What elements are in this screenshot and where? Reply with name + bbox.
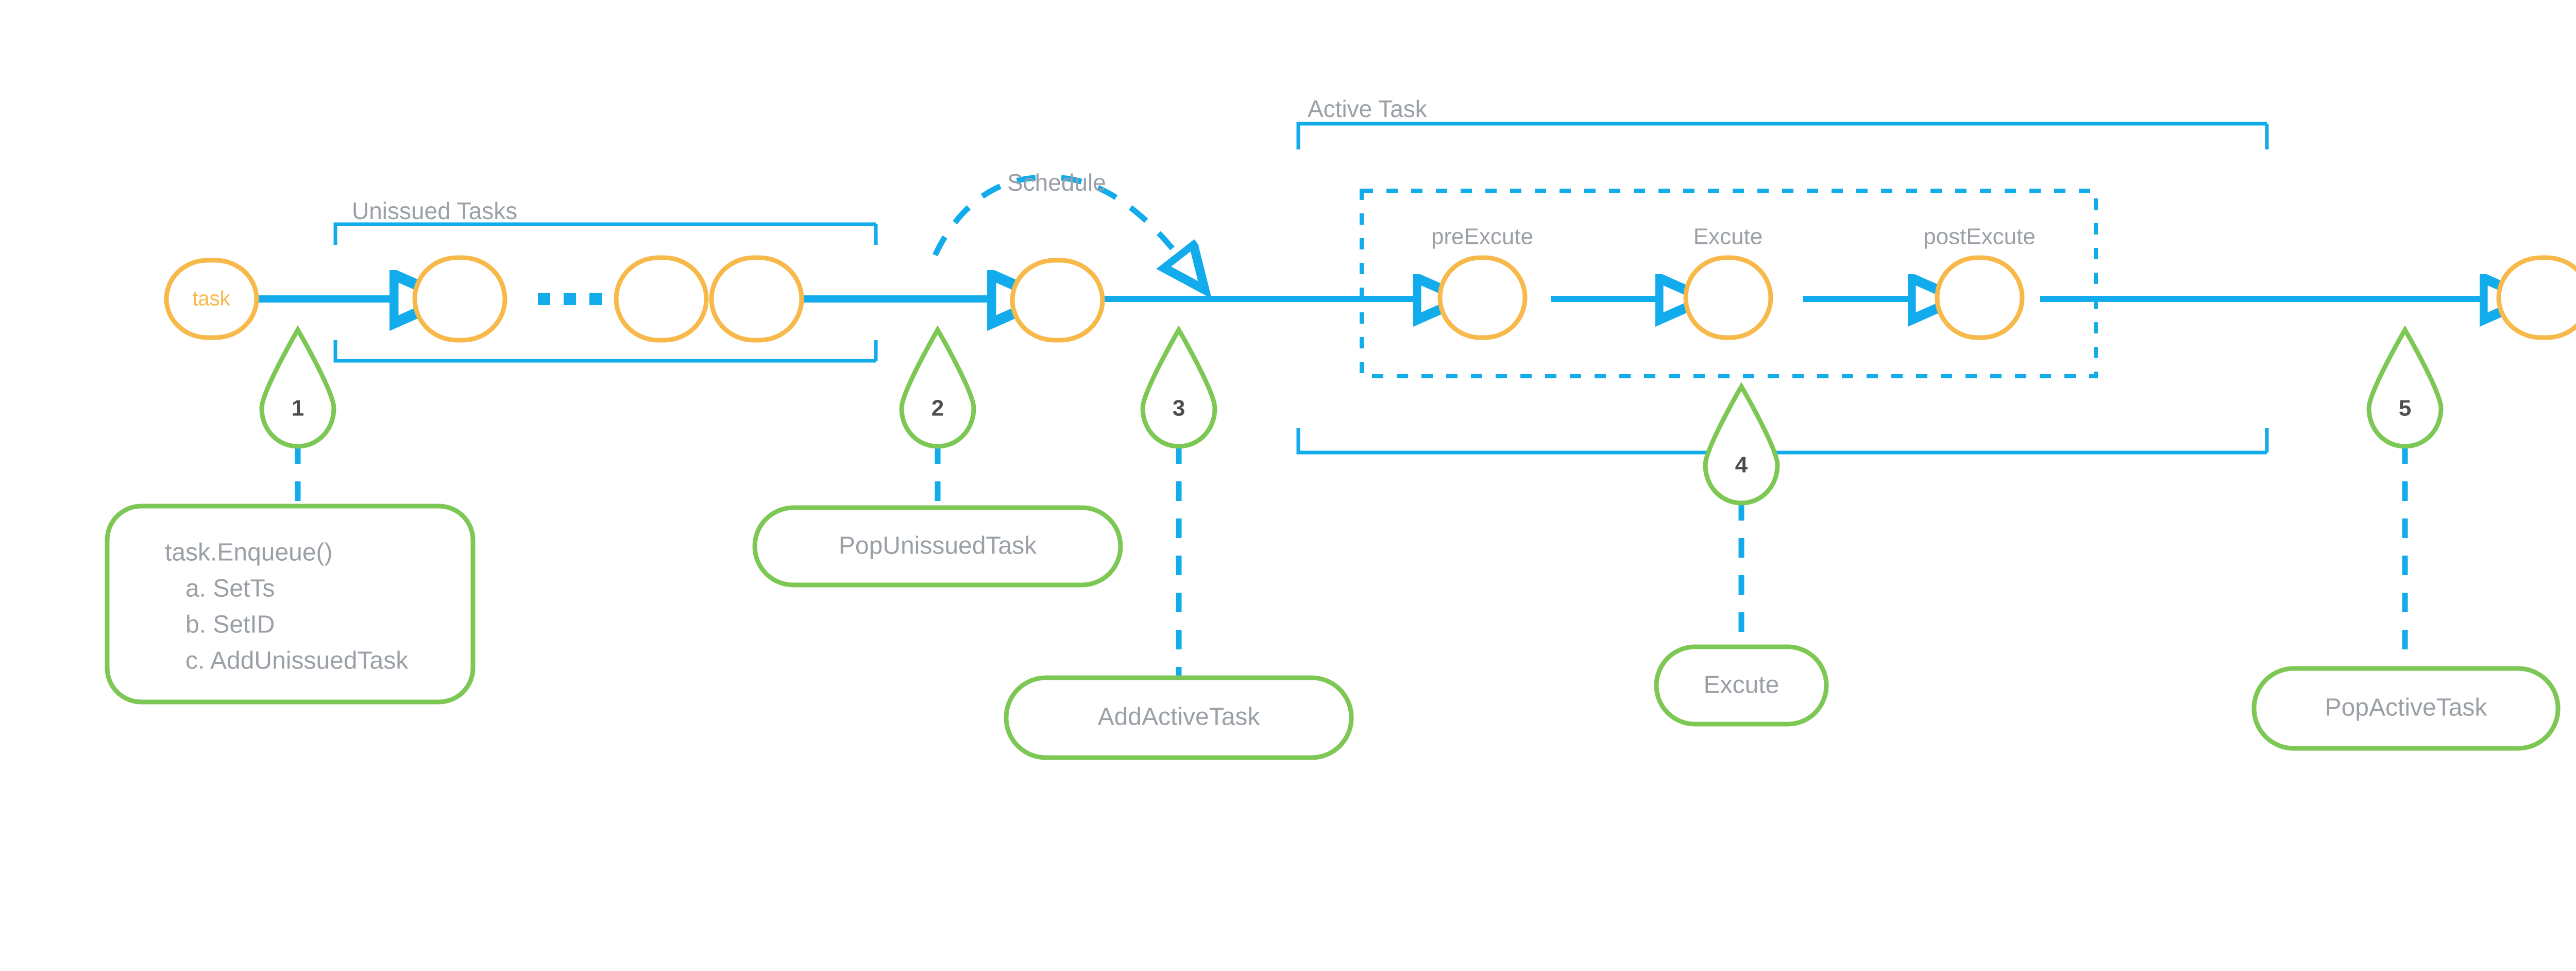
queue-node-2[interactable] <box>614 255 709 343</box>
marker-number-1: 1 <box>292 396 304 421</box>
callout-1-box <box>105 504 476 705</box>
unissued-tasks-group-bracket <box>333 222 878 363</box>
active-task-group-bracket <box>1296 122 2269 455</box>
source-task-node-label: task <box>192 288 230 310</box>
stage-node-excute-shape <box>1683 255 1773 340</box>
callout-3[interactable]: AddActiveTask <box>1004 675 1354 760</box>
callout-4-text: Excute <box>1704 672 1780 699</box>
active-stages-dashed-box <box>1360 189 2098 378</box>
callout-1-line-3: b. SetID <box>185 611 275 639</box>
callout-3-box <box>1004 675 1354 760</box>
queue-node-2-shape <box>614 255 709 343</box>
marker-number-5: 5 <box>2399 396 2411 421</box>
final-node[interactable] <box>2496 255 2576 340</box>
callout-3-text: AddActiveTask <box>1098 704 1261 731</box>
callout-2-box <box>752 505 1123 588</box>
callout-4[interactable]: Excute <box>1654 644 1829 727</box>
marker-group-1: 1 <box>259 325 336 515</box>
queue-node-3[interactable] <box>709 255 804 343</box>
stage-label-excute: Excute <box>1693 224 1763 249</box>
stage-node-preexcute[interactable]: preExcute <box>1431 224 1533 340</box>
scheduled-node[interactable] <box>1010 258 1105 343</box>
marker-droplet-2[interactable] <box>899 325 976 449</box>
source-task-node[interactable]: task <box>164 258 259 340</box>
marker-group-3: 3 <box>1140 325 1217 685</box>
callout-5-box <box>2251 666 2561 751</box>
marker-droplet-1[interactable] <box>259 325 336 449</box>
schedule-dashed-arc <box>933 175 1180 258</box>
marker-group-5: 5 <box>2366 325 2444 675</box>
callout-2-text: PopUnissuedTask <box>839 532 1037 560</box>
callout-1-line-1: task.Enqueue() <box>165 539 333 566</box>
stage-node-excute[interactable]: Excute <box>1683 224 1773 340</box>
schedule-label: Schedule <box>1007 169 1106 196</box>
queue-ellipsis-icon <box>538 293 602 305</box>
stage-node-preexcute-shape <box>1437 255 1528 340</box>
marker-number-3: 3 <box>1173 396 1185 421</box>
queue-node-1-shape <box>412 255 507 343</box>
marker-droplet-5[interactable] <box>2366 325 2444 449</box>
stage-label-postexcute: postExcute <box>1923 224 2036 249</box>
source-task-node-shape <box>164 258 259 340</box>
queue-node-1[interactable] <box>412 255 507 343</box>
active-task-label: Active Task <box>1308 95 1428 122</box>
marker-droplet-3[interactable] <box>1140 325 1217 449</box>
marker-droplet-4[interactable] <box>1703 382 1780 506</box>
callout-5[interactable]: PopActiveTask <box>2251 666 2561 751</box>
stage-label-preexcute: preExcute <box>1431 224 1533 249</box>
marker-group-4: 4 <box>1703 382 1780 655</box>
marker-number-4: 4 <box>1735 453 1748 478</box>
stage-node-postexcute-shape <box>1935 255 2025 340</box>
queue-node-3-shape <box>709 255 804 343</box>
final-node-shape <box>2496 255 2576 340</box>
stage-node-postexcute[interactable]: postExcute <box>1923 224 2036 340</box>
scheduled-node-shape <box>1010 258 1105 343</box>
marker-number-2: 2 <box>931 396 944 421</box>
callout-5-text: PopActiveTask <box>2325 694 2488 722</box>
callout-4-box <box>1654 644 1829 727</box>
callout-2[interactable]: PopUnissuedTask <box>752 505 1123 588</box>
callout-1[interactable]: task.Enqueue() a. SetTs b. SetID c. AddU… <box>105 504 476 705</box>
callout-1-line-2: a. SetTs <box>185 575 275 602</box>
marker-group-2: 2 <box>899 325 976 515</box>
callout-1-line-4: c. AddUnissuedTask <box>185 647 409 675</box>
unissued-tasks-label: Unissued Tasks <box>352 197 517 224</box>
